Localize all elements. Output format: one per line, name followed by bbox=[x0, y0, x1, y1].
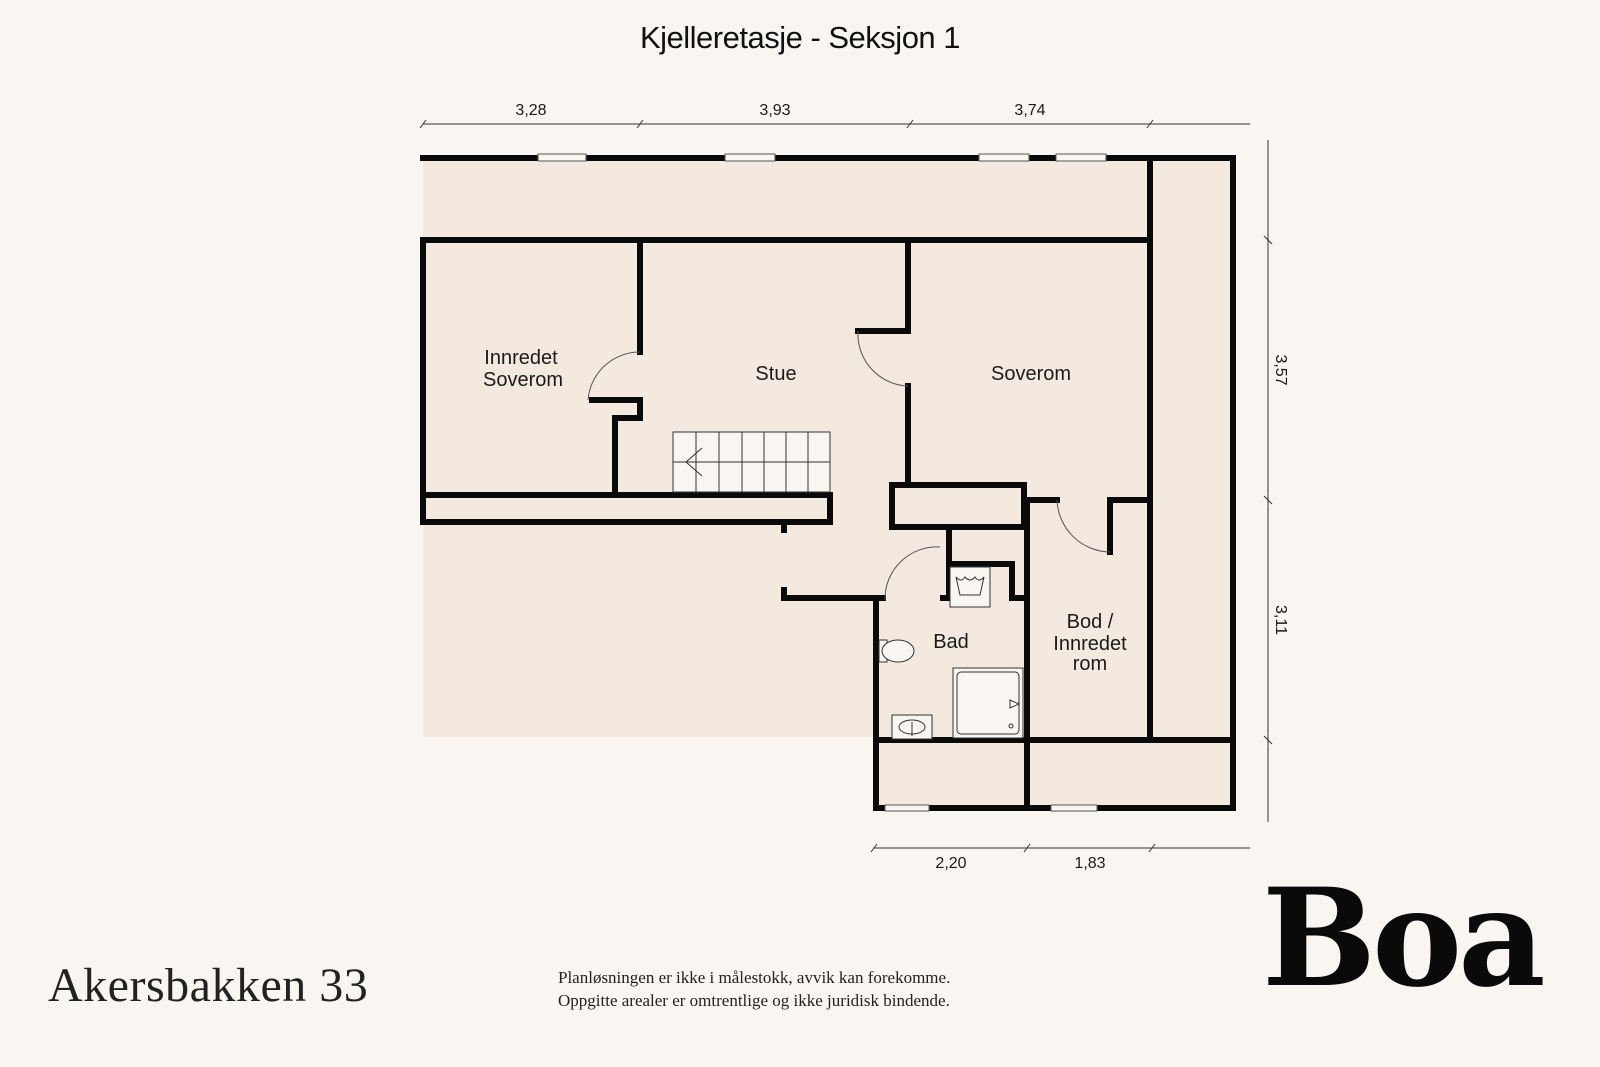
stairs-icon bbox=[672, 431, 831, 493]
room-label-bod-2: Innredet bbox=[1053, 633, 1127, 655]
sink-icon bbox=[891, 714, 933, 740]
room-label-bod-1: Bod / bbox=[1067, 611, 1114, 633]
dim-right-1: 3,57 bbox=[1272, 354, 1289, 385]
room-label-innredet-soverom-2: Soverom bbox=[483, 369, 563, 391]
disclaimer-line-2: Oppgitte arealer er omtrentlige og ikke … bbox=[558, 991, 950, 1010]
dim-top-1: 3,28 bbox=[515, 102, 546, 119]
disclaimer-line-1: Planløsningen er ikke i målestokk, avvik… bbox=[558, 968, 951, 987]
brand-logo: Boa bbox=[1262, 858, 1546, 1017]
shower-icon bbox=[952, 667, 1024, 739]
property-address: Akersbakken 33 bbox=[48, 959, 369, 1012]
dim-right-2: 3,11 bbox=[1272, 605, 1289, 635]
dimension-lines bbox=[419, 119, 1273, 853]
dim-top-2: 3,93 bbox=[759, 102, 790, 119]
disclaimer: Planløsningen er ikke i målestokk, avvik… bbox=[558, 966, 950, 1012]
washer-icon bbox=[949, 566, 991, 608]
door-swings bbox=[587, 330, 1111, 601]
dim-bottom-2: 1,83 bbox=[1074, 855, 1105, 872]
room-label-stue: Stue bbox=[755, 363, 796, 385]
room-label-innredet-soverom-1: Innredet bbox=[484, 347, 558, 369]
room-label-soverom: Soverom bbox=[991, 363, 1071, 385]
toilet-icon bbox=[878, 639, 915, 663]
windows bbox=[537, 153, 1107, 812]
room-label-bod-3: rom bbox=[1073, 653, 1107, 675]
floor-title: Kjelleretasje - Seksjon 1 bbox=[639, 20, 961, 55]
dim-bottom-1: 2,20 bbox=[935, 855, 966, 872]
dim-top-3: 3,74 bbox=[1014, 102, 1045, 119]
room-label-bad: Bad bbox=[933, 631, 969, 653]
